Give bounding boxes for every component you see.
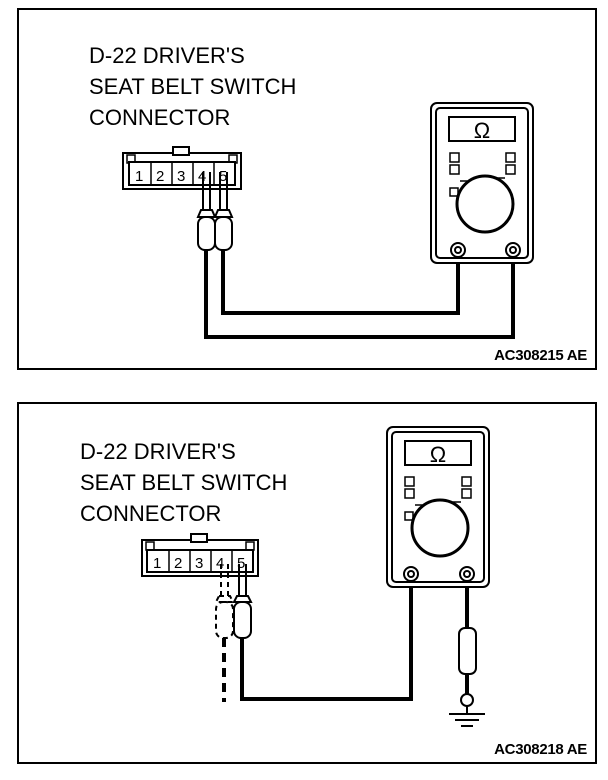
figure-code: AC308215 AE [494, 347, 587, 364]
pin-label: 2 [156, 168, 164, 185]
ground-probe [458, 627, 477, 714]
probe-wires [204, 250, 515, 339]
diagram-panel-2: D-22 DRIVER'S SEAT BELT SWITCH CONNECTOR… [17, 402, 597, 764]
caption-line-3: CONNECTOR [80, 501, 222, 526]
wiring-diagram: 1 2 3 4 5 Ω [122, 102, 534, 339]
pin-label: 3 [195, 555, 203, 572]
test-probe-pin-5 [232, 564, 253, 639]
pin-label: 5 [237, 555, 245, 572]
ohm-symbol: Ω [430, 442, 446, 467]
selector-dial-icon [455, 174, 515, 234]
caption-line-2: SEAT BELT SWITCH [80, 470, 288, 495]
diagram-panel-1: D-22 DRIVER'S SEAT BELT SWITCH CONNECTOR… [17, 8, 597, 370]
pin-label: 1 [153, 555, 161, 572]
connector: 1 2 3 4 5 [141, 533, 259, 577]
caption-line-1: D-22 DRIVER'S [89, 43, 245, 68]
caption-line-2: SEAT BELT SWITCH [89, 74, 297, 99]
ohm-symbol: Ω [474, 118, 490, 143]
connector-caption: D-22 DRIVER'S SEAT BELT SWITCH CONNECTOR [89, 40, 296, 133]
pin-label: 3 [177, 168, 185, 185]
probe-wires [222, 588, 469, 702]
pin-label: 4 [216, 555, 224, 572]
connector-caption: D-22 DRIVER'S SEAT BELT SWITCH CONNECTOR [80, 436, 287, 529]
pin-label: 5 [219, 168, 227, 185]
selector-dial-icon [410, 498, 470, 558]
caption-line-1: D-22 DRIVER'S [80, 439, 236, 464]
pin-label: 1 [135, 168, 143, 185]
connector: 1 2 3 4 5 [122, 146, 242, 190]
caption-line-3: CONNECTOR [89, 105, 231, 130]
ohmmeter: Ω [430, 102, 534, 264]
figure-code: AC308218 AE [494, 741, 587, 758]
ohmmeter: Ω [386, 426, 490, 588]
pin-label: 2 [174, 555, 182, 572]
wiring-diagram: 1 2 3 4 5 [141, 426, 490, 727]
ground-icon [449, 713, 485, 727]
